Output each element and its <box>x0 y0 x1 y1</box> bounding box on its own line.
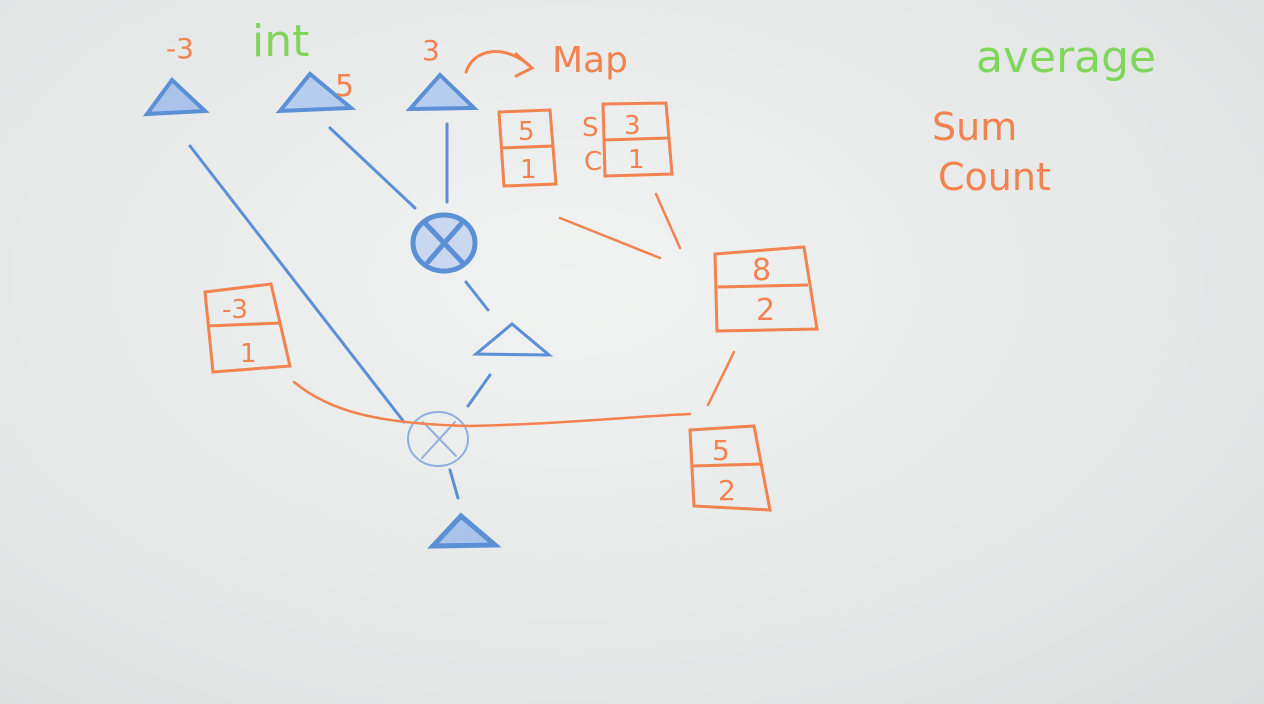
record-box-2 <box>601 101 674 178</box>
record-connections <box>292 192 736 428</box>
root-node-triangle <box>427 512 502 549</box>
leaf-right-value: 3 <box>422 34 440 67</box>
sum-label: Sum <box>932 105 1017 149</box>
record-3-count: 2 <box>756 293 775 328</box>
edge-middle-leaf-to-top-op <box>328 126 417 210</box>
record-4-count: 1 <box>240 339 257 369</box>
map-arrow-icon <box>464 50 535 78</box>
combine-op-top-icon <box>410 212 478 274</box>
mid-node-triangle <box>471 322 554 357</box>
map-label: Map <box>552 40 628 81</box>
leaf-right-triangle <box>405 72 479 112</box>
edge-mid-node-to-bottom-op <box>466 373 492 408</box>
leaf-left-value: -3 <box>166 32 194 65</box>
edge-bottom-op-to-root <box>448 468 460 500</box>
average-label: average <box>976 32 1156 83</box>
record-2-count: 1 <box>628 145 645 175</box>
record-1-sum: 5 <box>518 117 535 147</box>
record-5-count: 2 <box>718 474 736 507</box>
record-4-sum: -3 <box>222 295 248 325</box>
tree <box>142 71 554 549</box>
record-2-sum: 3 <box>624 111 641 141</box>
count-label: Count <box>938 155 1051 199</box>
leaf-left-triangle <box>142 76 210 117</box>
record-2-c-label: C <box>584 147 602 177</box>
record-box-5 <box>688 424 772 512</box>
record-5-sum: 5 <box>712 434 730 467</box>
record-box-3 <box>713 245 819 333</box>
record-1-count: 1 <box>520 155 537 185</box>
record-box-4 <box>203 282 292 374</box>
leaf-middle-triangle <box>275 71 357 114</box>
record-box-1 <box>497 108 558 188</box>
combine-op-bottom-icon <box>407 411 469 467</box>
record-2-s-label: S <box>582 113 599 143</box>
edge-top-op-to-mid-node <box>464 280 490 312</box>
edge-left-leaf-to-bottom-op <box>188 144 406 424</box>
record-3-sum: 8 <box>752 253 771 288</box>
type-label: int <box>252 16 309 67</box>
leaf-middle-value: 5 <box>335 69 354 104</box>
